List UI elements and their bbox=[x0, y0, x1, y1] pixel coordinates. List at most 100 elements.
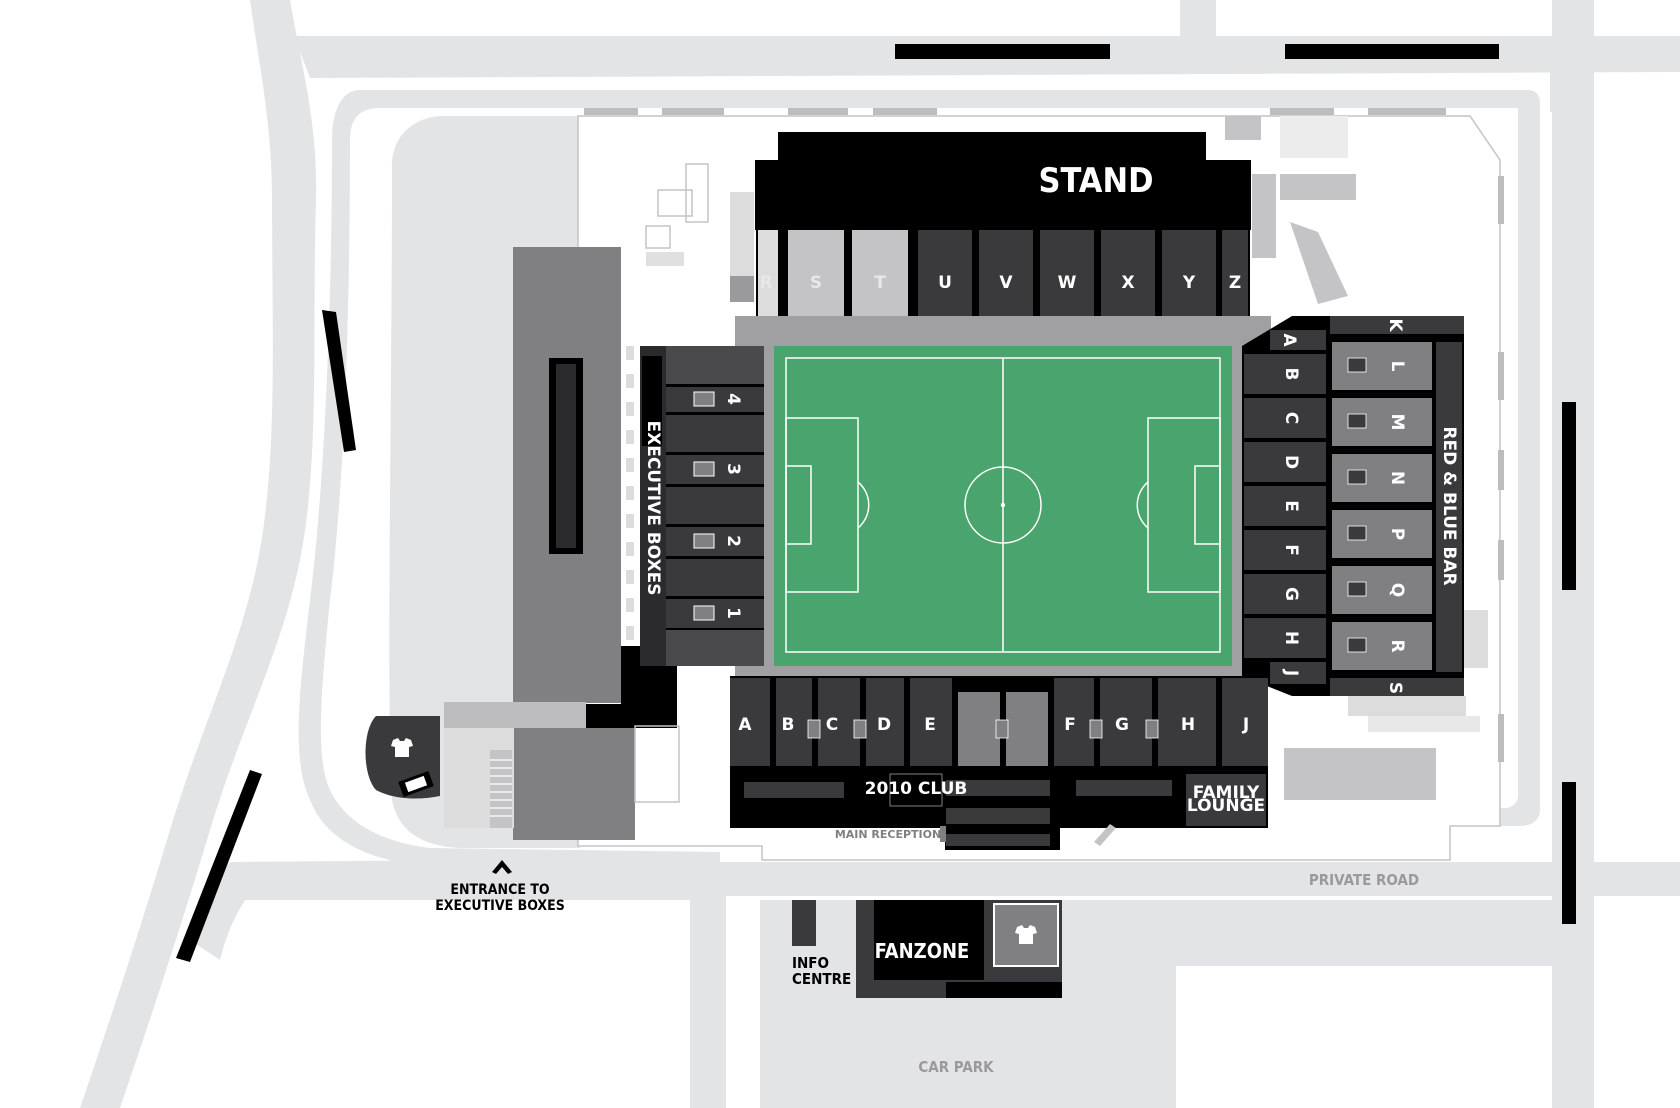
box-4-label: 4 bbox=[723, 393, 743, 405]
section-east-F[interactable] bbox=[1244, 530, 1326, 570]
label-east-L: L bbox=[1387, 361, 1407, 372]
label-east-A: A bbox=[1279, 333, 1299, 347]
section-south-C[interactable] bbox=[818, 678, 860, 766]
executive-box-3[interactable]: 3 bbox=[693, 461, 743, 477]
section-east-E[interactable] bbox=[1244, 486, 1326, 526]
entrance-executive-boxes[interactable]: ENTRANCE TO EXECUTIVE BOXES bbox=[435, 860, 565, 914]
label-family-lounge-1: FAMILY bbox=[1193, 783, 1260, 803]
club-shop[interactable] bbox=[365, 716, 441, 799]
label-east-R: R bbox=[1387, 639, 1407, 652]
label-east-F: F bbox=[1281, 544, 1301, 556]
label-south-J: J bbox=[1242, 715, 1249, 735]
main-reception: MAIN RECEPTION bbox=[835, 824, 1116, 846]
pitch-area bbox=[735, 316, 1271, 686]
label-U: U bbox=[938, 273, 952, 293]
label-fanzone: FANZONE bbox=[875, 939, 970, 963]
label-east-E: E bbox=[1281, 500, 1301, 512]
top-edge-markers bbox=[584, 108, 1504, 762]
section-R[interactable] bbox=[758, 230, 778, 334]
label-V: V bbox=[999, 273, 1013, 293]
section-east-C[interactable] bbox=[1244, 398, 1326, 438]
section-south-E[interactable] bbox=[910, 678, 952, 766]
box-3-label: 3 bbox=[723, 463, 743, 475]
label-entrance-2: EXECUTIVE BOXES bbox=[435, 898, 565, 914]
label-private-road: PRIVATE ROAD bbox=[1309, 871, 1419, 889]
chevron-up-icon bbox=[492, 860, 512, 874]
label-entrance-1: ENTRANCE TO bbox=[450, 882, 550, 898]
label-main-reception: MAIN RECEPTION bbox=[835, 828, 941, 841]
label-T: T bbox=[874, 273, 886, 293]
fanzone[interactable]: FANZONE bbox=[856, 900, 1062, 998]
label-east-B: B bbox=[1281, 368, 1301, 381]
section-south-mid-1[interactable] bbox=[958, 692, 1000, 766]
label-S: S bbox=[810, 273, 822, 293]
label-east-Q: Q bbox=[1387, 583, 1407, 597]
label-south-C: C bbox=[826, 715, 838, 735]
section-south-H[interactable] bbox=[1158, 678, 1216, 766]
east-inner-sections: A B C D E F G H J bbox=[1244, 330, 1326, 684]
executive-box-list: 4 3 2 1 bbox=[693, 391, 743, 621]
barriers bbox=[176, 44, 1576, 962]
nw-corner bbox=[645, 163, 754, 302]
section-east-N[interactable] bbox=[1332, 454, 1432, 502]
label-family-lounge-2: LOUNGE bbox=[1187, 796, 1265, 816]
box-1-label: 1 bbox=[723, 607, 743, 619]
section-south-B[interactable] bbox=[776, 678, 812, 766]
label-south-B: B bbox=[782, 715, 795, 735]
section-east-J[interactable] bbox=[1270, 662, 1326, 684]
label-info-centre-2: CENTRE bbox=[792, 970, 851, 988]
shirt-icon bbox=[391, 738, 413, 757]
label-R: R bbox=[759, 273, 772, 293]
label-east-M: M bbox=[1387, 414, 1407, 431]
box-2-label: 2 bbox=[723, 535, 743, 547]
label-east-G: G bbox=[1281, 587, 1301, 601]
executive-box-2[interactable]: 2 bbox=[693, 533, 743, 549]
label-south-H: H bbox=[1181, 715, 1195, 735]
roads bbox=[80, 0, 1680, 1108]
section-east-P[interactable] bbox=[1332, 510, 1432, 558]
label-east-S: S bbox=[1385, 682, 1405, 694]
label-east-P: P bbox=[1387, 528, 1407, 540]
ticket-icon bbox=[398, 771, 434, 797]
executive-box-1[interactable]: 1 bbox=[693, 605, 743, 621]
section-east-Q[interactable] bbox=[1332, 566, 1432, 614]
section-south-A[interactable] bbox=[730, 678, 770, 766]
section-south-mid-2[interactable] bbox=[1006, 692, 1048, 766]
label-Z: Z bbox=[1229, 273, 1241, 293]
section-east-M[interactable] bbox=[1332, 398, 1432, 446]
section-south-G[interactable] bbox=[1100, 678, 1152, 766]
label-east-C: C bbox=[1281, 412, 1301, 424]
label-info-centre-1: INFO bbox=[792, 954, 829, 972]
stand-title: STAND bbox=[1039, 161, 1154, 201]
section-east-R[interactable] bbox=[1332, 622, 1432, 670]
label-east-H: H bbox=[1281, 631, 1301, 645]
executive-box-4[interactable]: 4 bbox=[693, 391, 743, 407]
label-2010-club: 2010 CLUB bbox=[865, 779, 968, 799]
label-south-G: G bbox=[1115, 715, 1129, 735]
section-east-G[interactable] bbox=[1244, 574, 1326, 614]
label-Y: Y bbox=[1182, 273, 1196, 293]
section-east-L[interactable] bbox=[1332, 342, 1432, 390]
section-east-D[interactable] bbox=[1244, 442, 1326, 482]
label-W: W bbox=[1058, 273, 1077, 293]
label-executive-boxes: EXECUTIVE BOXES bbox=[643, 421, 663, 596]
label-east-J: J bbox=[1281, 669, 1301, 676]
east-outer-sections: K L M N P Q R S bbox=[1332, 318, 1432, 694]
shirt-icon bbox=[1015, 925, 1037, 944]
west-building bbox=[444, 247, 680, 840]
info-centre[interactable]: INFO CENTRE bbox=[792, 900, 851, 988]
label-east-N: N bbox=[1387, 471, 1407, 485]
label-red-blue-bar: RED & BLUE BAR bbox=[1439, 426, 1459, 585]
section-south-D[interactable] bbox=[866, 678, 904, 766]
section-east-H[interactable] bbox=[1244, 618, 1326, 658]
label-south-A: A bbox=[738, 715, 752, 735]
label-X: X bbox=[1121, 273, 1134, 293]
label-south-F: F bbox=[1064, 715, 1076, 735]
section-south-J[interactable] bbox=[1222, 678, 1268, 766]
section-east-A[interactable] bbox=[1270, 330, 1326, 350]
section-south-F[interactable] bbox=[1054, 678, 1094, 766]
section-east-B[interactable] bbox=[1244, 354, 1326, 394]
label-south-E: E bbox=[924, 715, 936, 735]
south-sections: A B C D E F G H J bbox=[730, 678, 1268, 766]
